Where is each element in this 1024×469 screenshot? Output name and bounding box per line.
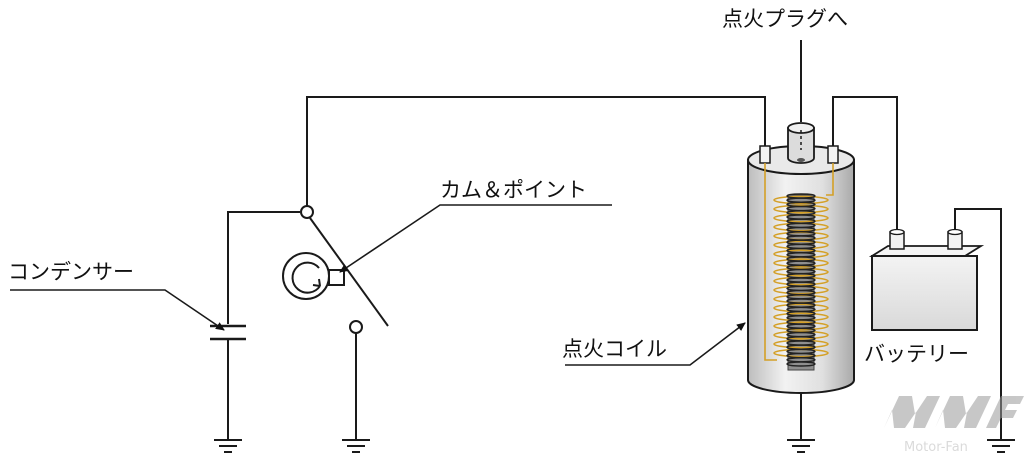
wire-junction-to-condenser (227, 211, 300, 324)
leader-ignition-coil (565, 322, 746, 366)
primary-turn (773, 195, 829, 205)
condenser-symbol (210, 324, 246, 341)
leader-lines (10, 204, 746, 366)
leader-condenser (10, 289, 225, 331)
label-cam-point: カム＆ポイント (440, 178, 587, 202)
leader-cam-point (339, 204, 612, 273)
primary-turn (773, 267, 829, 277)
ignition-coil (747, 122, 855, 394)
label-condenser: コンデンサー (8, 260, 134, 284)
ground-contact (342, 439, 370, 453)
ground-condenser (214, 439, 242, 453)
junction-node (300, 205, 314, 219)
secondary-turn (786, 361, 816, 367)
primary-turn (773, 204, 829, 214)
breaker-point-arm (309, 217, 389, 327)
label-ignition-coil: 点火コイル (562, 337, 667, 361)
watermark-text: Motor-Fan (904, 440, 968, 455)
wire-points-to-coil (306, 96, 766, 212)
motor-fan-logo: Motor-Fan (884, 396, 1024, 455)
wire-battery-ground (954, 208, 1002, 440)
battery (868, 228, 985, 331)
label-battery: バッテリー (864, 342, 969, 366)
coil-terminal-right (827, 145, 839, 164)
primary-turn (773, 321, 829, 331)
ground-battery (987, 439, 1015, 453)
secondary-winding (786, 193, 816, 367)
primary-turn (773, 330, 829, 340)
ground-coil (787, 439, 815, 453)
primary-turn (773, 258, 829, 268)
fixed-contact (349, 320, 363, 334)
wire-coil-to-battery (832, 96, 898, 233)
ground-symbols (214, 439, 1015, 453)
cam (282, 252, 345, 300)
coil-terminal-left (759, 145, 771, 164)
label-spark-plug: 点火プラグへ (722, 7, 848, 31)
wiring (227, 40, 1002, 440)
